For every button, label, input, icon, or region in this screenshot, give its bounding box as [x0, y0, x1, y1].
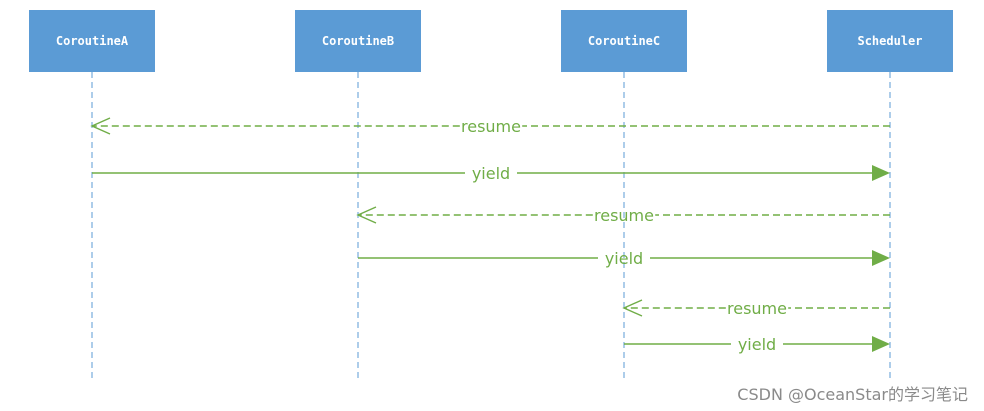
participant-label-scheduler: Scheduler — [857, 34, 922, 48]
message-label-6: yield — [738, 335, 776, 354]
message-label-1: resume — [461, 117, 521, 136]
watermark: CSDN @OceanStar的学习笔记 — [737, 385, 968, 404]
filled-arrowhead-icon — [872, 165, 890, 181]
participant-label-coroutineb: CoroutineB — [322, 34, 394, 48]
participant-label-coroutinea: CoroutineA — [56, 34, 129, 48]
open-arrowhead-icon — [622, 299, 643, 317]
filled-arrowhead-icon — [872, 336, 890, 352]
filled-arrowhead-icon — [872, 250, 890, 266]
participant-box-scheduler — [827, 10, 953, 72]
participant-box-coroutineb — [295, 10, 421, 72]
participant-box-coroutinec — [561, 10, 687, 72]
participant-box-coroutinea — [29, 10, 155, 72]
participant-label-coroutinec: CoroutineC — [588, 34, 660, 48]
open-arrowhead-icon — [90, 117, 111, 135]
message-label-3: resume — [594, 206, 654, 225]
message-label-2: yield — [472, 164, 510, 183]
open-arrowhead-icon — [356, 206, 377, 224]
message-label-5: resume — [727, 299, 787, 318]
message-label-4: yield — [605, 249, 643, 268]
